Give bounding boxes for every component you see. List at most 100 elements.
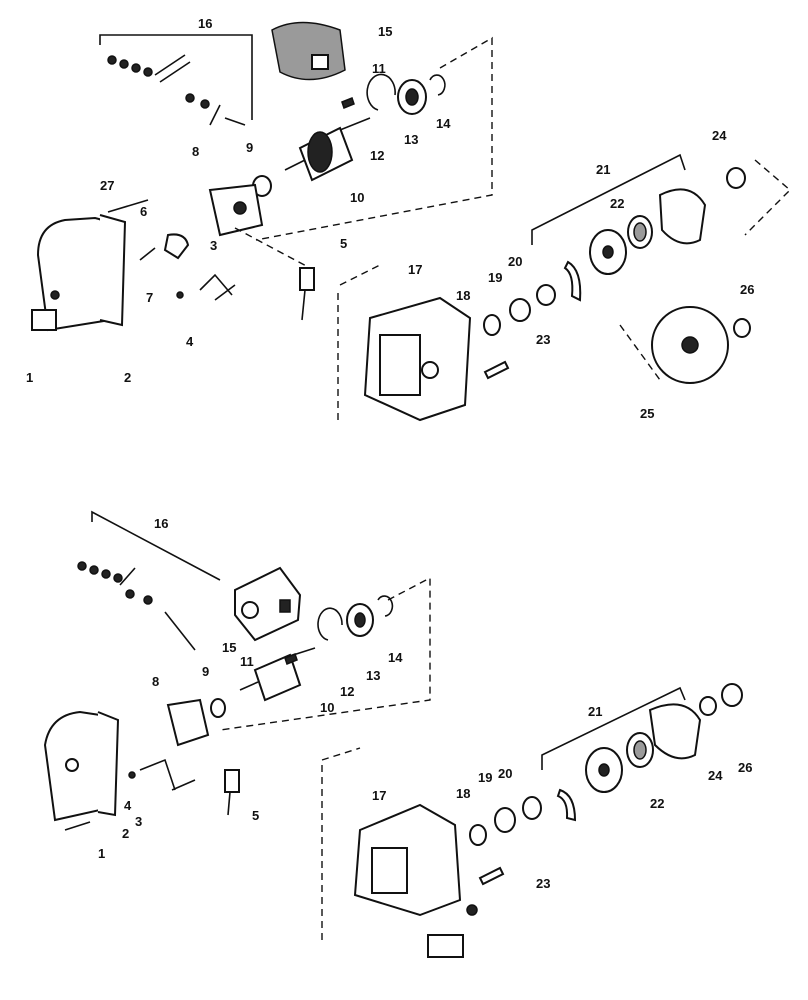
label-top-2: 2 [124,370,131,385]
washer-19 [509,298,531,322]
label-top-19: 19 [488,270,502,285]
label-bottom-19: 19 [478,770,492,785]
rotor-10 [284,117,371,182]
breaker-plate-8 [208,183,264,237]
coil-15 [271,21,346,81]
screw-4-bottom [128,771,136,779]
label-bottom-24: 24 [708,768,723,783]
clip-14-bottom [377,595,394,617]
bracket-21-bottom [541,686,686,770]
label-bottom-10: 10 [320,700,334,715]
contact-points-3-bottom [139,758,196,791]
label-top-6: 6 [140,204,147,219]
pawl-21 [563,260,582,302]
label-top-27: 27 [100,178,114,193]
washer-18 [483,314,501,336]
dashed-guide-bottom-top [219,576,431,731]
gasket-2 [99,214,127,327]
washer-20 [536,284,556,306]
dashed-guide-5 [234,227,311,269]
label-bottom-8: 8 [152,674,159,689]
cam-7 [163,233,190,260]
label-bottom-4: 4 [124,798,132,813]
hardware-set-16 [107,54,246,126]
dashed-guide-17-bottom [321,747,361,940]
label-top-5: 5 [340,236,347,251]
label-top-15: 15 [378,24,392,39]
pin-27 [107,199,149,213]
label-top-24: 24 [712,128,727,143]
label-bottom-11: 11 [240,654,254,669]
key-11 [341,97,355,109]
shell-21-bottom [648,703,702,760]
shell-21 [658,188,707,245]
label-top-10: 10 [350,190,364,205]
washer-18-bottom [469,824,487,846]
hub-21-bottom [585,747,623,793]
clip-14 [429,74,446,96]
housing-17 [363,296,472,422]
label-top-13: 13 [404,132,418,147]
bottom-assembly: 1 2 3 4 5 8 9 10 11 12 13 14 15 16 17 18… [43,510,752,958]
label-top-22: 22 [610,196,624,211]
dashed-guide-17 [337,264,381,420]
gasket-2-bottom [97,711,120,817]
label-top-11: 11 [372,61,386,76]
stud-23 [483,360,510,380]
gear-25 [651,306,729,384]
label-top-23: 23 [536,332,550,347]
nut-26 [733,318,751,338]
label-top-21: 21 [596,162,610,177]
label-bottom-23: 23 [536,876,550,891]
label-top-7: 7 [146,290,153,305]
label-top-1: 1 [26,370,33,385]
label-top-9: 9 [246,140,253,155]
label-bottom-5: 5 [252,808,259,823]
washer-19-bottom [494,807,516,833]
cover-1-bottom [43,710,101,822]
pawl-21-bottom [556,788,577,822]
spring-22-bottom [626,732,654,768]
label-top-26: 26 [740,282,754,297]
label-bottom-2: 2 [122,826,129,841]
housing-17-bottom [353,803,464,958]
top-assembly: 1 2 3 4 5 6 7 8 9 10 11 12 13 14 15 16 1… [26,16,792,422]
hub-21 [589,229,627,275]
label-bottom-22: 22 [650,796,664,811]
label-bottom-20: 20 [498,766,512,781]
dashed-guide-24 [744,159,792,236]
label-top-14: 14 [436,116,451,131]
bearing-13 [397,79,427,115]
label-top-12: 12 [370,148,384,163]
breaker-plate-8-bottom [166,698,210,747]
bushing-24-bottom [699,696,717,716]
hardware-set-16-bottom [77,561,196,651]
cover-1 [31,216,117,332]
screw-6 [139,247,156,261]
bracket-16 [99,34,253,120]
condenser-5-bottom [224,769,240,816]
washer-20-bottom [522,796,542,820]
label-bottom-9: 9 [202,664,209,679]
label-bottom-1: 1 [98,846,105,861]
retaining-ring-12-bottom [317,607,343,641]
coil-15-bottom [234,566,302,642]
bushing-24 [726,167,746,189]
label-top-4: 4 [186,334,194,349]
screw-bottom [64,821,91,831]
washer-small-bottom [466,904,478,916]
label-top-18: 18 [456,288,470,303]
rotor-10-bottom [239,647,316,702]
label-top-3: 3 [210,238,217,253]
label-bottom-21: 21 [588,704,602,719]
label-top-20: 20 [508,254,522,269]
label-bottom-12: 12 [340,684,354,699]
label-bottom-18: 18 [456,786,470,801]
label-bottom-3: 3 [135,814,142,829]
bracket-16-bottom [91,510,221,581]
stud-23-bottom [478,866,505,886]
label-bottom-14: 14 [388,650,403,665]
label-bottom-15: 15 [222,640,236,655]
retaining-ring-12 [366,73,396,111]
